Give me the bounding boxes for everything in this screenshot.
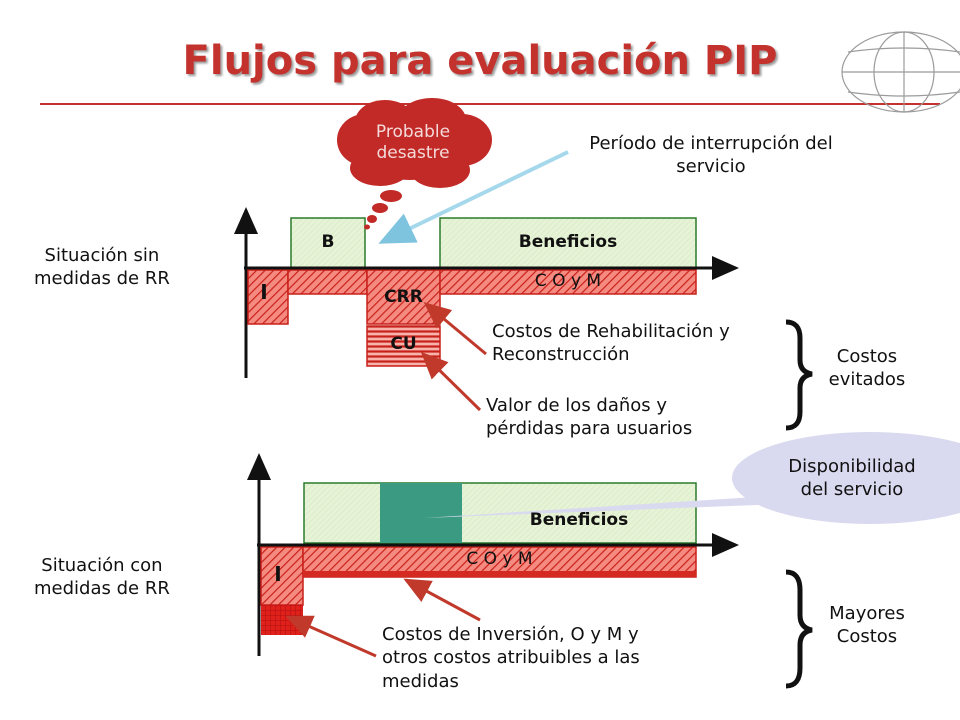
availability-bubble bbox=[732, 432, 960, 524]
globe-logo-icon bbox=[841, 31, 960, 113]
bottom-brace-label: Mayores Costos bbox=[829, 603, 905, 648]
crr-pointer-arrow bbox=[423, 302, 487, 356]
interruption-arrow bbox=[378, 150, 569, 244]
bottom-situation-label: Situación con medidas de RR bbox=[34, 555, 170, 600]
cost-note: Costos de Inversión, O y M y otros costo… bbox=[382, 624, 640, 692]
cloud-text: Probable desastre bbox=[375, 122, 451, 164]
top-bar-i bbox=[247, 269, 289, 325]
top-bar-com-label: C O y M bbox=[534, 271, 602, 291]
top-bar-benefits bbox=[439, 217, 697, 269]
top-brace bbox=[785, 319, 813, 431]
top-bar-i-label: I bbox=[260, 280, 268, 304]
com-pointer-arrow bbox=[403, 578, 481, 622]
bottom-bar-com-label: C O y M bbox=[466, 549, 533, 569]
page-title: Flujos para evaluación PIP bbox=[182, 38, 778, 84]
availability-block bbox=[380, 483, 462, 543]
top-bar-benefits-label: Beneficios bbox=[518, 232, 618, 252]
bottom-bar-i-label: I bbox=[274, 562, 282, 586]
top-bar-crr-label: CRR bbox=[384, 287, 423, 307]
bottom-bar-benefits bbox=[303, 482, 697, 544]
top-brace-label: Costos evitados bbox=[828, 346, 906, 391]
bottom-bar-benefits-label: Beneficios bbox=[529, 510, 629, 530]
bottom-com-underline bbox=[303, 571, 696, 577]
top-bar-com-left bbox=[287, 269, 368, 295]
disaster-cloud-icon bbox=[337, 98, 492, 230]
top-situation-label: Situación sin medidas de RR bbox=[34, 245, 170, 290]
bottom-brace bbox=[785, 569, 813, 689]
interruption-label: Período de interrupción del servicio bbox=[589, 133, 833, 178]
top-bar-cu-label: CU bbox=[390, 334, 417, 354]
crr-note: Costos de Rehabilitación y Reconstrucció… bbox=[492, 321, 730, 366]
availability-label: Disponibilidad del servicio bbox=[788, 456, 916, 501]
availability-pointer bbox=[424, 496, 782, 518]
top-bar-b-label: B bbox=[321, 232, 335, 252]
top-bar-com bbox=[439, 269, 697, 295]
cu-note: Valor de los daños y pérdidas para usuar… bbox=[486, 395, 693, 440]
cu-pointer-arrow bbox=[420, 351, 482, 412]
grid-pointer-arrow bbox=[285, 615, 377, 658]
